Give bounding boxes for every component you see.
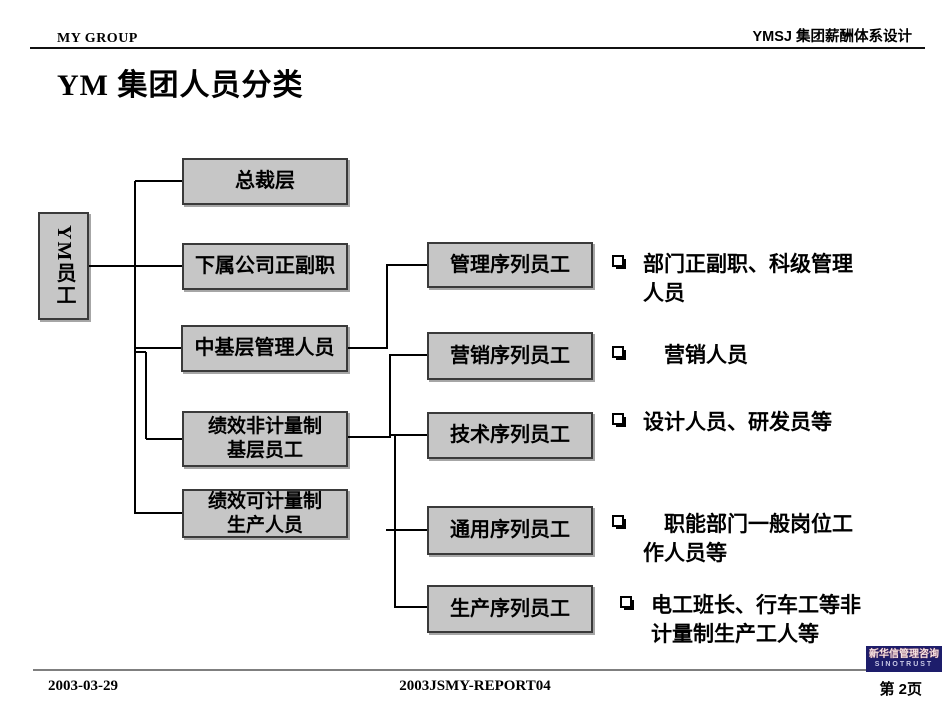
- footer-document-id: 2003JSMY-REPORT04: [399, 678, 551, 694]
- org-box-president-level: 总裁层: [182, 158, 348, 205]
- header-divider: [30, 47, 925, 49]
- bullet-text: 部门正副职、科级管理 人员: [643, 252, 853, 305]
- org-box-label: 绩效非计量制 基层员工: [207, 416, 322, 461]
- org-box-label: 技术序列员工: [450, 424, 570, 446]
- footer-page-number: 第 2页: [879, 681, 922, 698]
- org-box-label: 总裁层: [235, 170, 295, 192]
- org-box-label: 中基层管理人员: [194, 337, 335, 359]
- org-box-label: 下属公司正副职: [195, 255, 335, 277]
- org-box-label: 管理序列员工: [450, 253, 570, 276]
- sinotrust-logo: 新华信管理咨询 SINOTRUST: [866, 646, 942, 672]
- org-box-label: 营销序列员工: [450, 344, 570, 367]
- bullet-square-icon: [612, 515, 624, 527]
- org-box-label: 绩效可计量制 生产人员: [207, 490, 322, 536]
- org-box-label: 生产序列员工: [450, 597, 570, 620]
- bullet-item: 营销人员: [612, 341, 933, 370]
- org-box-piecework-production-staff: 绩效可计量制 生产人员: [182, 489, 348, 538]
- bullet-square-icon: [612, 413, 624, 425]
- header-company-label: MY GROUP: [57, 31, 138, 46]
- org-box-general-sequence: 通用序列员工: [427, 506, 593, 555]
- bullet-text: 营销人员: [643, 343, 748, 367]
- footer-date: 2003-03-29: [48, 678, 118, 694]
- bullet-item: 电工班长、行车工等非 计量制生产工人等: [620, 591, 941, 649]
- org-box-technical-sequence: 技术序列员工: [427, 412, 593, 459]
- bullet-square-icon: [612, 346, 624, 358]
- org-box-label: 通用序列员工: [450, 519, 570, 541]
- org-box-mid-level-managers: 中基层管理人员: [181, 325, 348, 372]
- bullet-text: 职能部门一般岗位工 作人员等: [643, 512, 853, 565]
- org-box-subsidiary-executives: 下属公司正副职: [182, 243, 348, 290]
- bullet-item: 职能部门一般岗位工 作人员等: [612, 510, 933, 568]
- org-box-management-sequence: 管理序列员工: [427, 242, 593, 288]
- bullet-text: 设计人员、研发员等: [643, 410, 832, 434]
- bullet-square-icon: [612, 255, 624, 267]
- logo-chinese-label: 新华信管理咨询: [869, 649, 939, 660]
- bullet-square-icon: [620, 596, 632, 608]
- org-box-root: YM员工: [38, 212, 89, 320]
- footer-divider: [33, 669, 940, 671]
- logo-english-label: SINOTRUST: [874, 661, 934, 668]
- bullet-item: 设计人员、研发员等: [612, 408, 933, 437]
- bullet-text: 电工班长、行车工等非 计量制生产工人等: [651, 593, 861, 646]
- org-box-non-piecework-staff: 绩效非计量制 基层员工: [182, 411, 348, 467]
- org-box-production-sequence: 生产序列员工: [427, 585, 593, 633]
- bullet-item: 部门正副职、科级管理 人员: [612, 250, 933, 308]
- org-box-marketing-sequence: 营销序列员工: [427, 332, 593, 380]
- header-project-label: YMSJ 集团薪酬体系设计: [752, 29, 912, 45]
- org-box-label: YM员工: [53, 225, 75, 307]
- page-title: YM 集团人员分类: [57, 69, 304, 102]
